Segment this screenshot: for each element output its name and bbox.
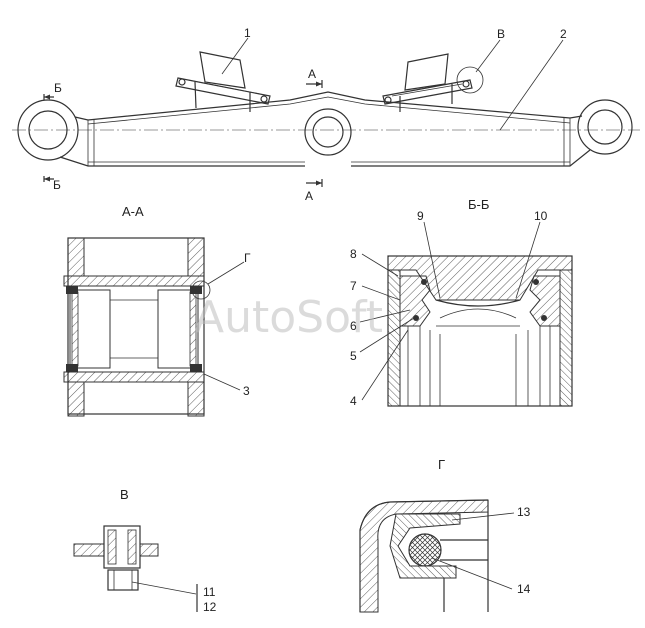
callout-13: 13 <box>517 505 531 519</box>
callout-v-top: В <box>497 27 505 41</box>
section-mark-b-bottom: Б <box>53 178 61 192</box>
callout-6: 6 <box>350 319 357 333</box>
section-mark-a-top: А <box>308 67 316 81</box>
section-mark-a-bottom: А <box>305 189 313 203</box>
callout-1: 1 <box>244 26 251 40</box>
section-mark-b-top: Б <box>54 81 62 95</box>
bracket-left <box>175 51 271 112</box>
section-aa-title: А-А <box>122 204 144 219</box>
callout-11: 11 <box>203 585 216 599</box>
section-bb-drawing <box>359 221 573 407</box>
bracket-right <box>382 53 484 112</box>
section-aa-drawing <box>63 237 245 417</box>
detail-v-drawing <box>73 525 198 612</box>
beam-top-view <box>12 37 640 187</box>
callout-5: 5 <box>350 349 357 363</box>
callout-7: 7 <box>350 279 357 293</box>
callout-12: 12 <box>203 600 217 614</box>
callout-4: 4 <box>350 394 357 408</box>
callout-14: 14 <box>517 582 531 596</box>
callout-9: 9 <box>417 209 424 223</box>
detail-g-title: Г <box>438 457 445 472</box>
callout-g-aa: Г <box>244 251 251 265</box>
callout-2: 2 <box>560 27 567 41</box>
detail-g-drawing <box>359 499 515 613</box>
callout-8: 8 <box>350 247 357 261</box>
watermark: AutoSoft <box>194 292 383 343</box>
detail-v-title: В <box>120 487 129 502</box>
section-bb-title: Б-Б <box>468 197 489 212</box>
callout-10: 10 <box>534 209 548 223</box>
callout-3: 3 <box>243 384 250 398</box>
